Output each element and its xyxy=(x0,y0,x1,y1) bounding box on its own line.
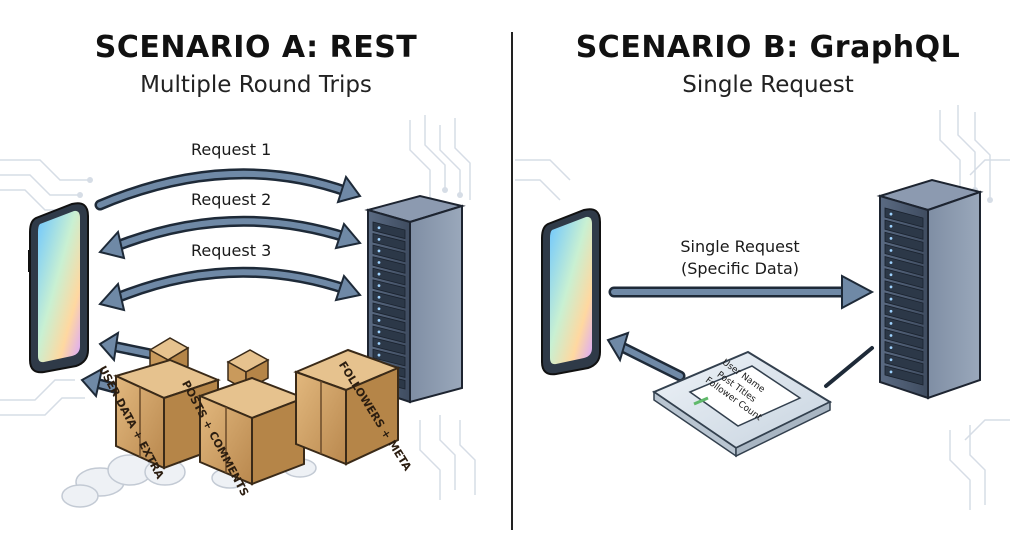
scenario-a-title: SCENARIO A: REST xyxy=(94,30,418,65)
phone-client-b xyxy=(541,208,601,376)
scenario-a-subtitle: Multiple Round Trips xyxy=(140,72,372,98)
data-box-3 xyxy=(293,348,401,466)
server-a xyxy=(364,194,466,404)
scenario-divider xyxy=(511,32,513,530)
scenario-b-subtitle: Single Request xyxy=(682,72,854,98)
single-request-label: Single Request xyxy=(680,237,800,256)
request-3-label: Request 3 xyxy=(191,241,272,260)
response-arrow-b xyxy=(606,331,874,388)
request-arrows-a xyxy=(80,168,362,401)
server-b xyxy=(876,178,984,400)
data-package xyxy=(651,350,833,458)
circuit-decoration-left xyxy=(0,115,476,500)
request-1-label: Request 1 xyxy=(191,140,272,159)
data-box-2 xyxy=(197,349,307,486)
request-2-label: Request 2 xyxy=(191,190,272,209)
single-request-arrow xyxy=(608,274,875,310)
circuit-decoration-right xyxy=(515,105,1010,510)
scenario-b-title: SCENARIO B: GraphQL xyxy=(575,30,961,65)
phone-client-a xyxy=(28,202,89,374)
specific-data-label: (Specific Data) xyxy=(680,259,800,278)
